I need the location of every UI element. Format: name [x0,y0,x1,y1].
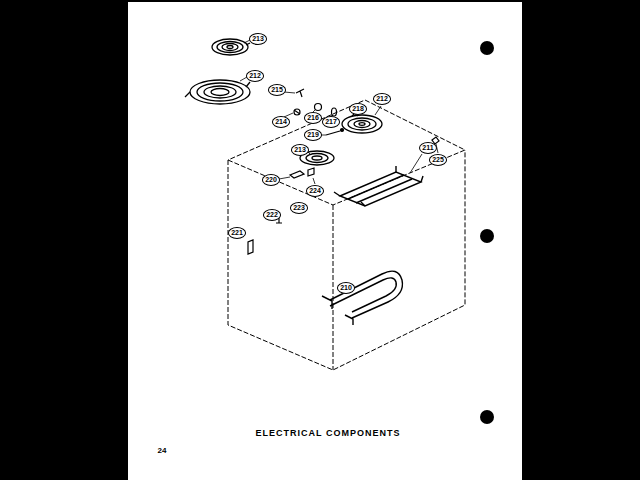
callout-number: 221 [228,227,247,239]
callout-number: 225 [429,154,448,166]
callout-number: 224 [306,185,325,197]
callout-number: 222 [263,209,282,221]
range-cabinet [228,100,465,370]
callout-number: 214 [272,116,291,128]
figure-caption: ELECTRICAL COMPONENTS [256,428,401,438]
callout-number: 210 [337,282,356,294]
page-number: 24 [158,446,167,455]
callout-number: 218 [349,103,368,115]
callout-number: 215 [268,84,287,96]
callout-number: 223 [290,202,309,214]
callout-number: 212 [246,70,265,82]
callout-number: 220 [262,174,281,186]
callout-number: 216 [304,112,323,124]
bake-element [334,166,423,206]
callout-number: 211 [419,142,437,154]
surface-element-large [342,115,382,133]
surface-element-large [185,80,250,104]
page [128,2,522,480]
leader-lines [240,40,438,205]
binder-holes [480,41,494,424]
callout-number: 212 [373,93,392,105]
callout-number: 217 [322,116,341,128]
callout-number: 213 [291,144,310,156]
controls [248,89,439,254]
callout-number: 219 [304,129,323,141]
callout-number: 213 [249,33,268,45]
broil-element [322,271,402,325]
surface-element-small [212,39,250,55]
